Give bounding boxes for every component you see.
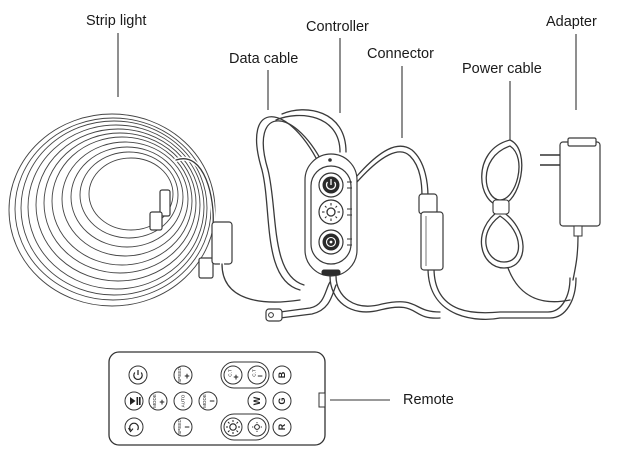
svg-text:R: R	[277, 423, 287, 430]
svg-text:SPEED: SPEED	[177, 419, 182, 435]
remote-b-button[interactable]: B	[272, 365, 292, 385]
svg-text:C.T: C.T	[228, 369, 233, 377]
connector	[418, 193, 444, 271]
data-cable-plug	[265, 281, 337, 322]
label-data-cable: Data cable	[229, 51, 298, 67]
strip-end-cap	[149, 189, 171, 231]
remote-mode-plus-button[interactable]: MODE +	[148, 391, 168, 411]
svg-text:+: +	[233, 372, 238, 382]
adapter	[540, 137, 601, 281]
controller-power-button[interactable]	[318, 172, 344, 198]
remote-speed-minus-button[interactable]: SPEED −	[173, 417, 193, 437]
remote-w-button[interactable]: W	[247, 391, 267, 411]
svg-text:G: G	[277, 397, 287, 404]
label-controller: Controller	[306, 19, 369, 35]
strip-light-coil	[8, 113, 216, 307]
svg-text:−: −	[184, 422, 189, 432]
svg-text:+: +	[159, 397, 164, 407]
remote-power-button[interactable]	[128, 365, 148, 385]
label-power-cable: Power cable	[462, 61, 542, 77]
remote-r-button[interactable]: R	[272, 417, 292, 437]
remote-brightness-up-button[interactable]	[223, 417, 243, 437]
svg-text:MODE: MODE	[202, 394, 207, 408]
remote-mode-minus-button[interactable]: MODE −	[198, 391, 218, 411]
svg-text:B: B	[277, 371, 287, 378]
svg-text:W: W	[252, 396, 262, 405]
strip-plug	[198, 257, 214, 279]
svg-text:AUTO: AUTO	[181, 394, 186, 407]
label-strip-light: Strip light	[86, 13, 146, 29]
remote-auto-button[interactable]: AUTO	[173, 391, 193, 411]
controller-brightness-button[interactable]	[318, 199, 344, 225]
strip-connector-housing	[211, 221, 233, 265]
remote-cct-minus-button[interactable]: C.T −	[247, 365, 267, 385]
label-adapter: Adapter	[546, 14, 597, 30]
svg-text:+: +	[184, 371, 189, 381]
power-cable-coil	[480, 139, 571, 303]
remote-play-pause-button[interactable]	[124, 391, 144, 411]
label-remote: Remote	[403, 392, 454, 408]
svg-text:C.T: C.T	[252, 369, 257, 377]
remote-cycle-button[interactable]	[124, 417, 144, 437]
svg-text:MODE: MODE	[152, 394, 157, 408]
controller-mode-button[interactable]	[318, 229, 344, 255]
data-cable	[256, 109, 347, 291]
svg-text:−: −	[209, 396, 214, 406]
svg-text:−: −	[257, 371, 262, 381]
remote-g-button[interactable]: G	[272, 391, 292, 411]
label-connector: Connector	[367, 46, 434, 62]
connector-cable	[356, 145, 577, 320]
remote-brightness-down-button[interactable]	[247, 417, 267, 437]
remote-speed-plus-button[interactable]: SPEED +	[173, 365, 193, 385]
svg-text:SPEED: SPEED	[177, 367, 182, 383]
